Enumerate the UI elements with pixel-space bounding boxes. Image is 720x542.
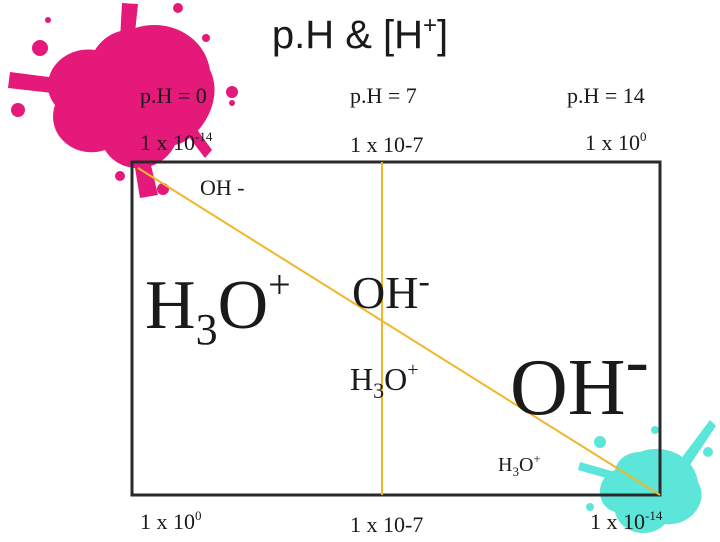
conc-bottom-left: 1 x 100	[140, 508, 202, 534]
conc-top-left: 1 x 10-14	[140, 129, 213, 155]
h3o-mid-label: H3O+	[350, 359, 419, 403]
ph-label-right: p.H = 14	[567, 83, 645, 108]
oh-h3o-diagonal-line	[137, 167, 661, 496]
conc-top-mid: 1 x 10-7	[350, 132, 424, 157]
conc-top-right: 1 x 100	[585, 129, 647, 155]
ph-label-left: p.H = 0	[140, 83, 207, 108]
ph-label-mid: p.H = 7	[350, 83, 417, 108]
conc-bottom-right: 1 x 10-14	[590, 508, 663, 534]
pink-paint-splat-icon	[8, 3, 238, 198]
oh-small-label: OH -	[200, 175, 245, 200]
oh-mid-label: OH-	[352, 263, 430, 318]
cyan-paint-splat-icon	[578, 420, 716, 534]
diagram-frame	[130, 160, 662, 497]
conc-bottom-mid: 1 x 10-7	[350, 512, 424, 537]
oh-big-label: OH-	[510, 323, 649, 432]
h3o-small-label: H3O+	[498, 451, 541, 479]
h3o-big-label: H3O+	[145, 262, 291, 354]
page-title: p.H & [H+]	[271, 12, 449, 57]
